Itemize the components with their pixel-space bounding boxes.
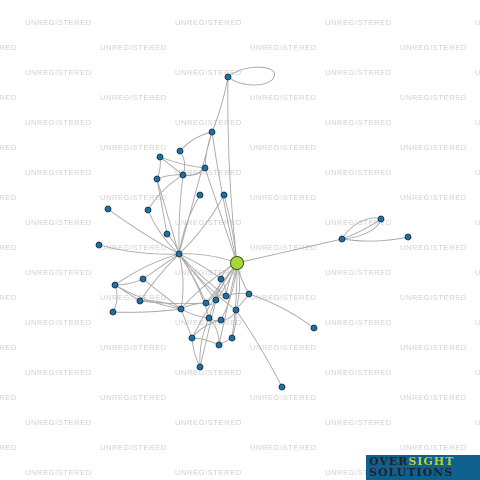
network-node[interactable] — [176, 147, 184, 155]
graph-edge — [178, 174, 184, 255]
network-node[interactable] — [232, 306, 240, 314]
graph-edge — [235, 309, 283, 388]
logo-word-solutions: SOLUTIONS — [369, 466, 454, 479]
graph-edge — [98, 244, 180, 255]
network-node[interactable] — [310, 324, 318, 332]
network-node[interactable] — [153, 175, 161, 183]
graph-edge — [199, 299, 217, 368]
network-node[interactable] — [175, 250, 183, 258]
graph-edge — [112, 308, 182, 313]
network-node[interactable] — [224, 73, 232, 81]
graph-self-loop — [227, 66, 275, 86]
nodes-group — [95, 73, 412, 391]
graph-edge — [178, 194, 225, 255]
graph-edge — [107, 208, 180, 255]
graph-edge — [139, 253, 180, 302]
graph-edge — [178, 253, 222, 280]
graph-edge — [178, 194, 201, 255]
graph-edge — [178, 253, 227, 297]
network-node[interactable] — [205, 314, 213, 322]
graph-edge — [178, 253, 184, 310]
graph-edge — [178, 253, 237, 311]
network-node[interactable] — [179, 171, 187, 179]
graph-loop-edge — [341, 217, 382, 240]
graph-edge — [139, 300, 207, 305]
graph-edge — [199, 317, 210, 368]
network-node[interactable] — [188, 334, 196, 342]
network-node[interactable] — [196, 363, 204, 371]
graph-edge — [211, 76, 229, 133]
graph-edge — [179, 150, 186, 176]
network-node[interactable] — [111, 281, 119, 289]
network-node[interactable] — [278, 383, 286, 391]
network-node[interactable] — [177, 305, 185, 313]
network-node[interactable] — [104, 205, 112, 213]
graph-edge — [156, 174, 184, 180]
network-node[interactable] — [220, 191, 228, 199]
network-node[interactable] — [208, 128, 216, 136]
edges-group — [98, 66, 409, 388]
network-node[interactable] — [377, 215, 385, 223]
graph-edge — [341, 218, 382, 240]
logo-word-over: OVER — [369, 455, 409, 468]
network-node[interactable] — [156, 153, 164, 161]
graph-edge — [236, 238, 343, 264]
network-node[interactable] — [217, 275, 225, 283]
network-node[interactable] — [215, 341, 223, 349]
network-node[interactable] — [217, 316, 225, 324]
graph-edge — [114, 253, 180, 286]
graph-edge — [191, 337, 201, 368]
network-node[interactable] — [109, 308, 117, 316]
graph-edge — [204, 167, 238, 264]
brand-logo: OVERSIGHT SOLUTIONS — [366, 455, 480, 480]
graph-edge — [156, 178, 168, 235]
graph-edge — [142, 253, 180, 280]
network-node[interactable] — [95, 241, 103, 249]
network-node[interactable] — [404, 233, 412, 241]
network-node[interactable] — [201, 164, 209, 172]
focus-node[interactable] — [230, 256, 244, 270]
network-node[interactable] — [202, 299, 210, 307]
network-node[interactable] — [144, 206, 152, 214]
graph-edge — [159, 156, 184, 176]
network-node[interactable] — [196, 191, 204, 199]
network-node[interactable] — [245, 290, 253, 298]
graph-edge — [159, 156, 206, 169]
network-node[interactable] — [163, 230, 171, 238]
graph-edge — [112, 284, 118, 313]
graph-edge — [218, 262, 238, 346]
graph-edge — [139, 300, 182, 310]
network-node[interactable] — [139, 275, 147, 283]
graph-edge — [156, 178, 180, 255]
graph-edge — [227, 76, 238, 264]
graph-edge — [248, 293, 315, 329]
graph-edge — [147, 174, 184, 211]
network-node[interactable] — [338, 235, 346, 243]
network-node[interactable] — [228, 334, 236, 342]
graph-edge — [142, 278, 182, 310]
logo-word-sight: SIGHT — [408, 455, 455, 468]
graph-edge — [147, 209, 180, 255]
network-node[interactable] — [222, 292, 230, 300]
network-node[interactable] — [212, 296, 220, 304]
graph-edge — [341, 236, 409, 242]
graph-edge — [114, 284, 182, 310]
network-node[interactable] — [136, 297, 144, 305]
graph-edge — [178, 253, 210, 319]
